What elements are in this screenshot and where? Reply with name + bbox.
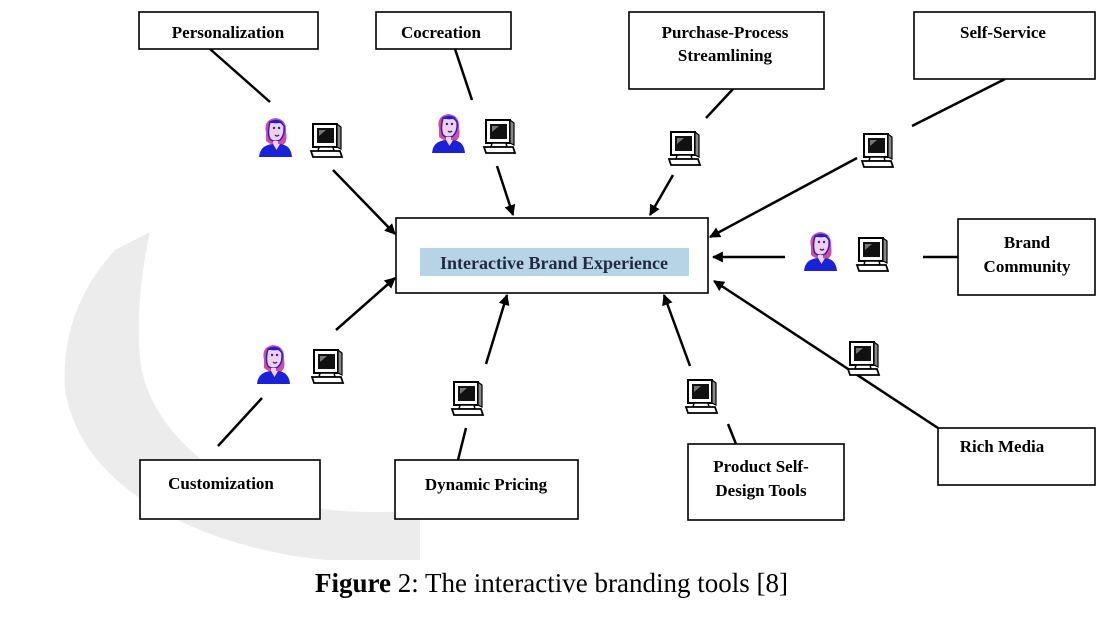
box-label: Purchase-Process [662, 23, 789, 42]
arrow-pricing [484, 293, 510, 365]
box-label: Community [984, 257, 1071, 276]
box-selfservice: Self-Service [913, 11, 1096, 80]
box-label: Design Tools [715, 481, 807, 500]
box-label: Rich Media [960, 437, 1045, 456]
icon-cluster-personalization [258, 117, 343, 158]
box-customization: Customization [139, 459, 321, 520]
box-purchase: Purchase-Process Streamlining [628, 11, 825, 90]
box-pricing: Dynamic Pricing [394, 459, 579, 520]
computer-icon [861, 133, 894, 168]
arrow-cocreation [495, 165, 516, 217]
computer-icon [311, 349, 344, 384]
connector-line [217, 397, 263, 447]
arrow-customization [335, 277, 396, 331]
icon-cluster-selfdesign [685, 379, 718, 414]
box-label: Brand [1004, 233, 1051, 252]
connector-line [209, 48, 271, 103]
center-box: Interactive Brand Experience [395, 217, 709, 294]
icon-cluster-community [803, 231, 889, 272]
icon-cluster-cocreation [431, 113, 516, 154]
box-cocreation: Cocreation [375, 11, 512, 50]
center-highlight [420, 248, 689, 276]
box-community: Brand Community [957, 218, 1096, 296]
arrows [332, 156, 939, 430]
icon-cluster-selfservice [861, 133, 894, 168]
icon-cluster-purchase [668, 131, 701, 166]
box-richmedia: Rich Media [937, 427, 1096, 486]
connector-line [456, 427, 468, 461]
computer-icon [668, 131, 701, 166]
box-label: Dynamic Pricing [425, 475, 548, 494]
computer-icon [451, 381, 484, 416]
figure-caption: Figure 2: The interactive branding tools… [0, 568, 1103, 599]
arrow-selfservice [709, 156, 858, 239]
arrow-richmedia [713, 279, 939, 430]
person-icon [256, 344, 291, 385]
box-label: Streamlining [678, 46, 773, 65]
box-label: Product Self- [713, 457, 809, 476]
person-icon [803, 231, 838, 272]
arrow-personalization [332, 169, 396, 235]
branding-tools-diagram: Interactive Brand Experience Personaliza… [64, 11, 1096, 560]
connector-line [911, 77, 1006, 128]
icon-cluster-richmedia [847, 341, 880, 376]
icon-cluster-pricing [451, 381, 484, 416]
connector-line [705, 88, 734, 119]
box-label: Personalization [172, 23, 285, 42]
computer-icon [856, 237, 889, 272]
caption-text: 2: The interactive branding tools [8] [391, 568, 788, 598]
arrow-selfdesign [662, 293, 692, 367]
icon-cluster-customization [256, 344, 344, 385]
arrow-purchase [648, 174, 675, 216]
center-label: Interactive Brand Experience [440, 253, 668, 273]
box-label: Self-Service [960, 23, 1046, 42]
computer-icon [483, 119, 516, 154]
person-icon [258, 117, 293, 158]
connector-line [726, 423, 738, 445]
computer-icon [847, 341, 880, 376]
box-label: Customization [168, 474, 274, 493]
connector-line [453, 48, 474, 101]
box-label: Cocreation [401, 23, 481, 42]
connector-lines [209, 48, 1006, 461]
person-icon [431, 113, 466, 154]
caption-bold: Figure [315, 568, 392, 598]
box-personalization: Personalization [138, 11, 319, 50]
box-selfdesign: Product Self- Design Tools [687, 443, 845, 521]
computer-icon [310, 123, 343, 158]
computer-icon [685, 379, 718, 414]
